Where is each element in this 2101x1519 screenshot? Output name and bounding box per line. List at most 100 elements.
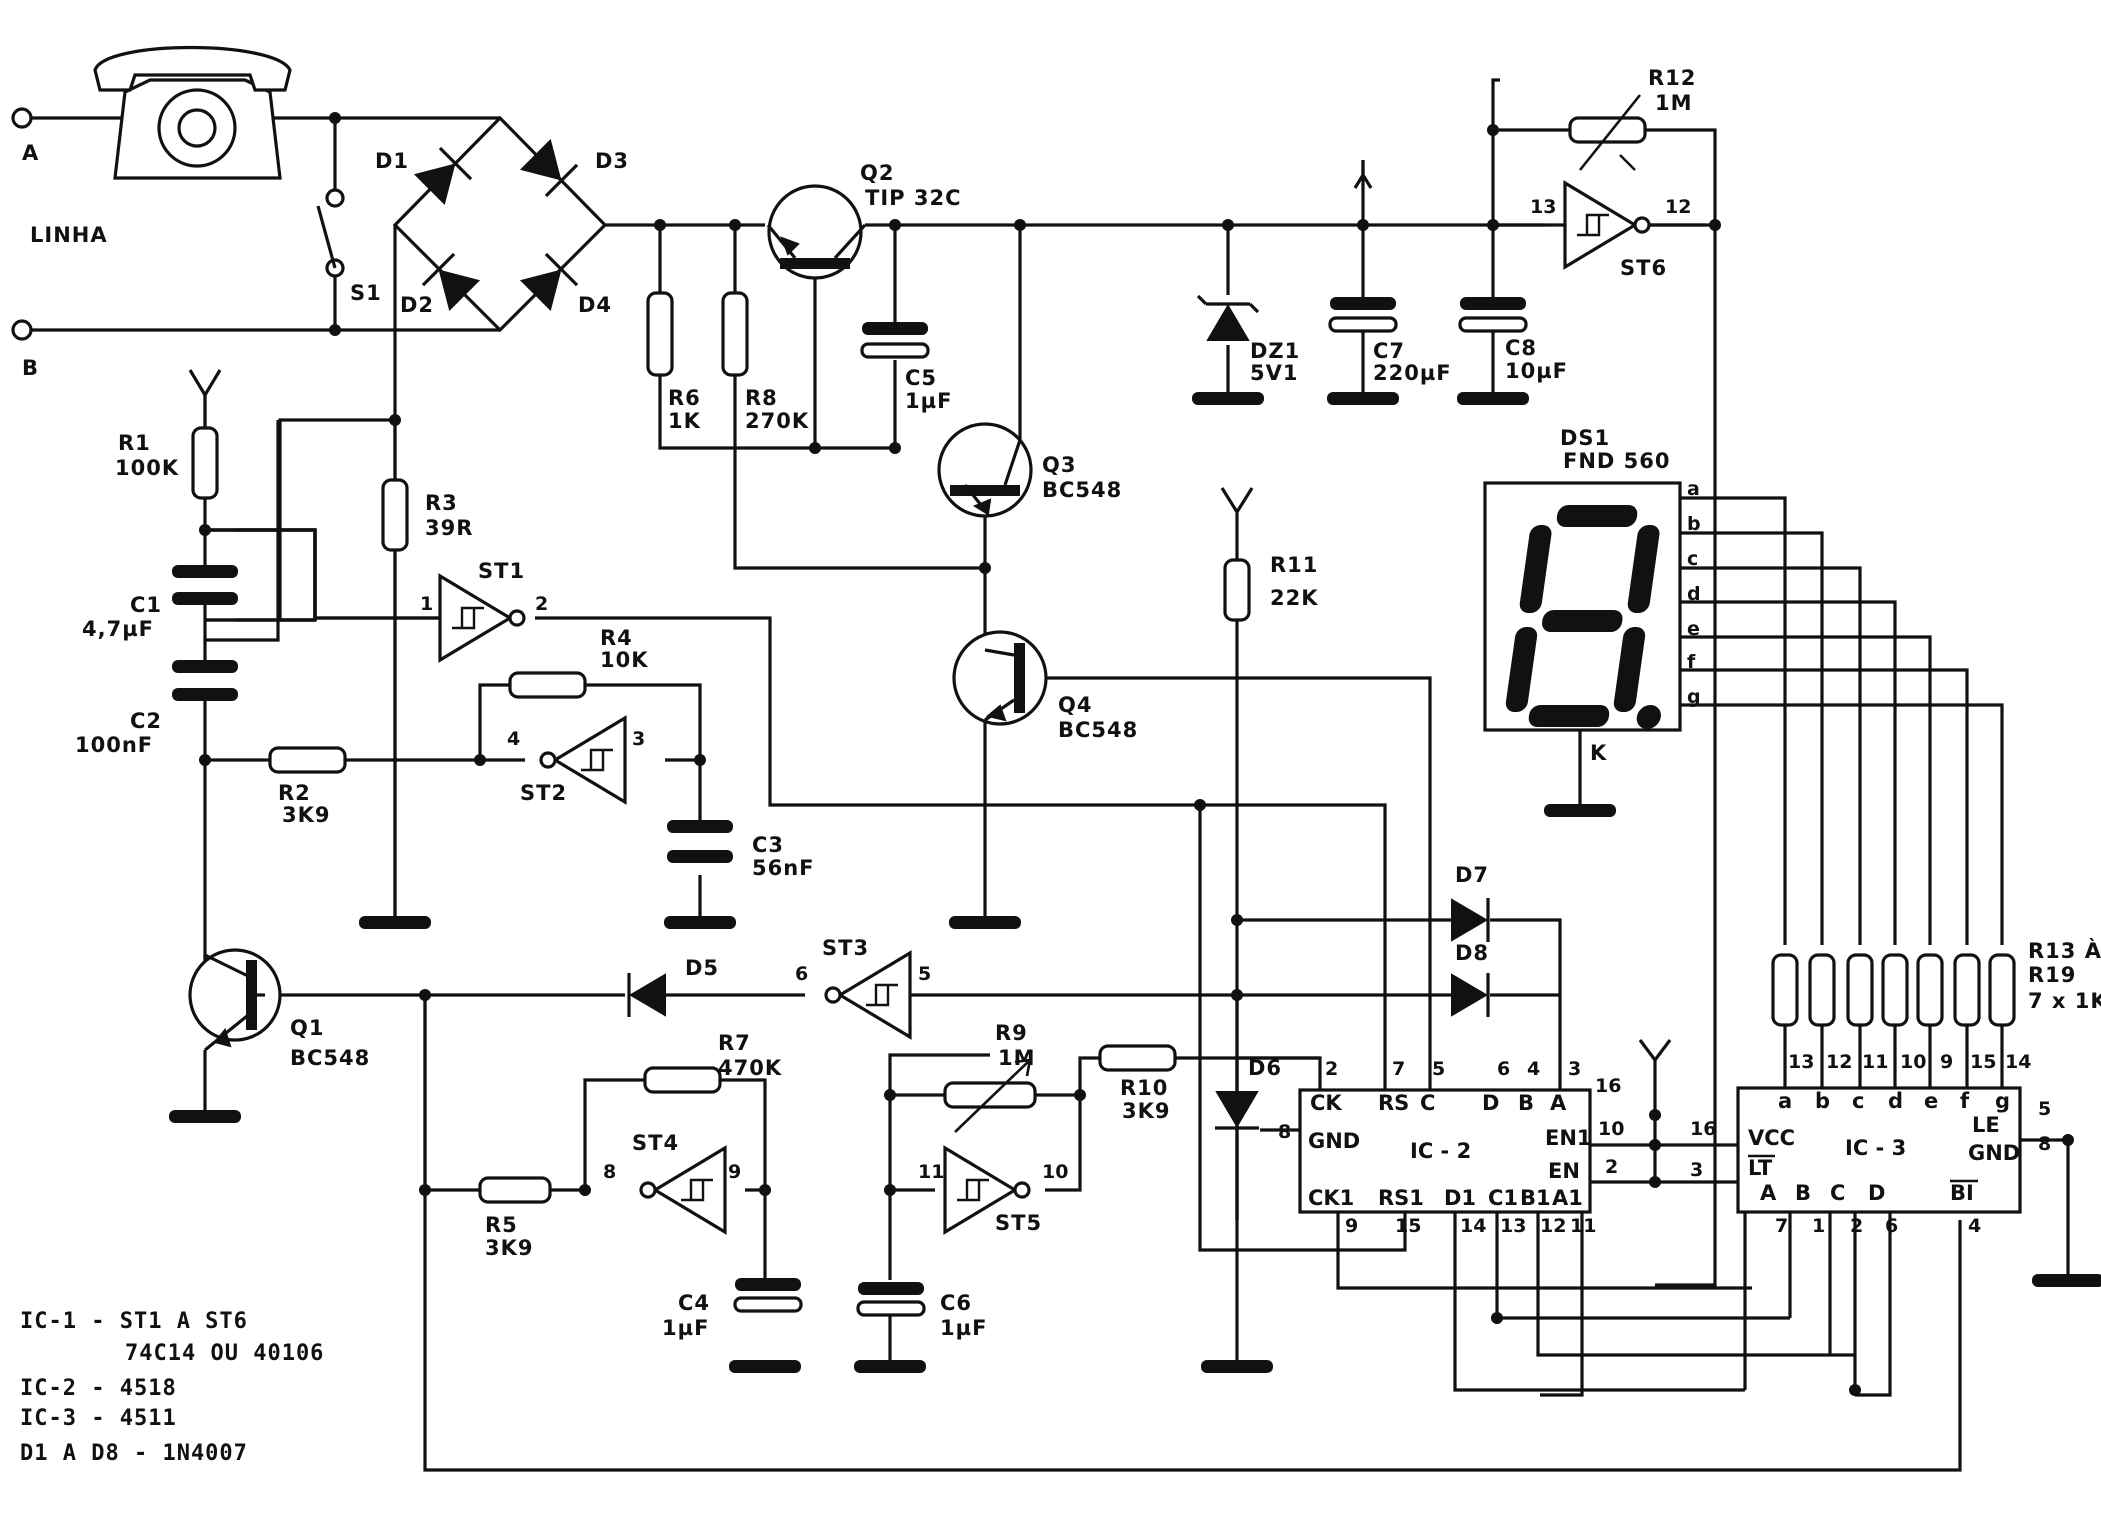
label-q2-value: TIP 32C (865, 186, 961, 210)
ic3-lbl-in-c: C (1830, 1181, 1845, 1205)
label-c4-value: 1µF (662, 1316, 709, 1340)
label-c6: C6 (940, 1291, 972, 1315)
ic3-block (1736, 1086, 2022, 1214)
label-c5: C5 (905, 366, 937, 390)
ic3-lbl-in-b: B (1795, 1181, 1811, 1205)
ic3-pin-gnd: 8 (2038, 1133, 2051, 1155)
ic3-lbl-b: b (1815, 1089, 1830, 1113)
telephone-icon (93, 45, 292, 180)
ic2-lbl-ck: CK (1310, 1091, 1342, 1115)
label-c2-value: 100nF (75, 733, 153, 757)
label-c4: C4 (678, 1291, 710, 1315)
label-st1: ST1 (478, 559, 525, 583)
label-r2-value: 3K9 (282, 803, 331, 827)
resistors (191, 94, 2016, 1204)
wiring (20, 78, 2070, 1472)
label-c5-value: 1µF (905, 389, 952, 413)
ic3-lbl-a: a (1778, 1089, 1792, 1113)
label-c8-value: 10µF (1505, 359, 1568, 383)
label-q3: Q3 (1042, 453, 1076, 477)
ic2-lbl-gnd: GND (1308, 1129, 1360, 1153)
label-r11-value: 22K (1270, 586, 1319, 610)
label-r6: R6 (668, 386, 701, 410)
ic3-lbl-f: f (1960, 1089, 1970, 1113)
ic2-lbl-d1: D1 (1444, 1186, 1476, 1210)
component-labels: A LINHA B S1 D1 D2 D3 D4 Q2 TIP 32C R6 1… (22, 66, 2101, 1340)
ic3-lbl-d: d (1888, 1089, 1903, 1113)
label-r5: R5 (485, 1213, 518, 1237)
label-r9: R9 (995, 1021, 1028, 1045)
ic3-name: IC - 3 (1845, 1136, 1906, 1160)
ic2-pin-en: 2 (1605, 1156, 1618, 1178)
ic3-lbl-le: LE (1972, 1113, 2000, 1137)
ic3-pin-g: 14 (2005, 1051, 2031, 1073)
ds-pin-a: a (1687, 478, 1700, 500)
ds-pin-g: g (1687, 686, 1701, 708)
pin-st2-out: 4 (507, 728, 520, 750)
q3-transistor (937, 422, 1033, 518)
ic3-pin-in-c: 2 (1850, 1215, 1863, 1237)
ic3-pin-in-b: 1 (1812, 1215, 1825, 1237)
label-r6-value: 1K (668, 409, 701, 433)
ic2-lbl-rs1: RS1 (1378, 1186, 1424, 1210)
ic2-pin-d: 6 (1497, 1058, 1510, 1080)
ic2-lbl-b: B (1518, 1091, 1534, 1115)
ic3-pin-b: 12 (1826, 1051, 1852, 1073)
note-diodes: D1 A D8 - 1N4007 (20, 1441, 248, 1466)
label-r3-value: 39R (425, 516, 473, 540)
pin-st3-out: 6 (795, 963, 808, 985)
pin-st5-out: 10 (1042, 1161, 1068, 1183)
note-ic1-type: 74C14 OU 40106 (125, 1341, 324, 1366)
q2-transistor (766, 184, 867, 280)
ic2-pin-c1: 13 (1500, 1215, 1526, 1237)
ic2-pin-gnd: 8 (1278, 1121, 1291, 1143)
label-r13: R13 À (2028, 938, 2101, 963)
ic2-lbl-en1: EN1 (1545, 1126, 1592, 1150)
ic2-labels: IC - 2 2 7 5 6 4 3 CK RS C D B A GND 8 E… (1278, 1058, 1624, 1237)
ic2-lbl-a1: A1 (1552, 1186, 1583, 1210)
ic2-lbl-c1: C1 (1488, 1186, 1518, 1210)
ic3-pin-c: 11 (1862, 1051, 1888, 1073)
ds-pin-d: d (1687, 583, 1701, 605)
ic3-labels: IC - 3 13 12 11 10 9 15 14 a b c d e f g… (1690, 1051, 2051, 1237)
diodes (627, 174, 1490, 1130)
label-r10-value: 3K9 (1122, 1099, 1171, 1123)
pin-st5-in: 11 (918, 1161, 944, 1183)
label-d1: D1 (375, 149, 409, 173)
seven-segment-display (1483, 481, 1682, 732)
pin-st4-out: 8 (603, 1161, 616, 1183)
ic3-lbl-e: e (1924, 1089, 1938, 1113)
label-r12-value: 1M (1655, 91, 1693, 115)
label-r9-value: 1M (998, 1046, 1036, 1070)
ic3-pin-f: 15 (1970, 1051, 1996, 1073)
ic2-pin-vcc: 16 (1595, 1075, 1621, 1097)
ic2-pin-rs: 7 (1392, 1058, 1405, 1080)
label-c2: C2 (130, 709, 162, 733)
ic3-lbl-in-d: D (1868, 1181, 1885, 1205)
ds-pin-f: f (1687, 651, 1696, 673)
label-b: B (22, 356, 39, 380)
ic3-pin-d: 10 (1900, 1051, 1926, 1073)
label-d3: D3 (595, 149, 629, 173)
junctions (199, 112, 2074, 1396)
ic3-pin-bi: 4 (1968, 1215, 1981, 1237)
ic2-lbl-c: C (1420, 1091, 1435, 1115)
label-st3: ST3 (822, 936, 869, 960)
note-ic2: IC-2 - 4518 (20, 1376, 177, 1401)
ic2-lbl-a: A (1550, 1091, 1567, 1115)
ic2-name: IC - 2 (1410, 1139, 1471, 1163)
ic3-pin-a: 13 (1788, 1051, 1814, 1073)
ic3-lbl-gnd: GND (1968, 1141, 2020, 1165)
ic2-pin-a1: 11 (1570, 1215, 1596, 1237)
ic3-lbl-bi: BI (1950, 1181, 1974, 1205)
label-r4: R4 (600, 626, 633, 650)
label-r8-value: 270K (745, 409, 809, 433)
label-q2: Q2 (860, 161, 894, 185)
ic3-lbl-in-a: A (1760, 1181, 1777, 1205)
label-c1: C1 (130, 593, 162, 617)
label-c6-value: 1µF (940, 1316, 987, 1340)
label-q3-value: BC548 (1042, 478, 1122, 502)
ic2-pin-d1: 14 (1460, 1215, 1486, 1237)
ic2-pin-c: 5 (1432, 1058, 1445, 1080)
